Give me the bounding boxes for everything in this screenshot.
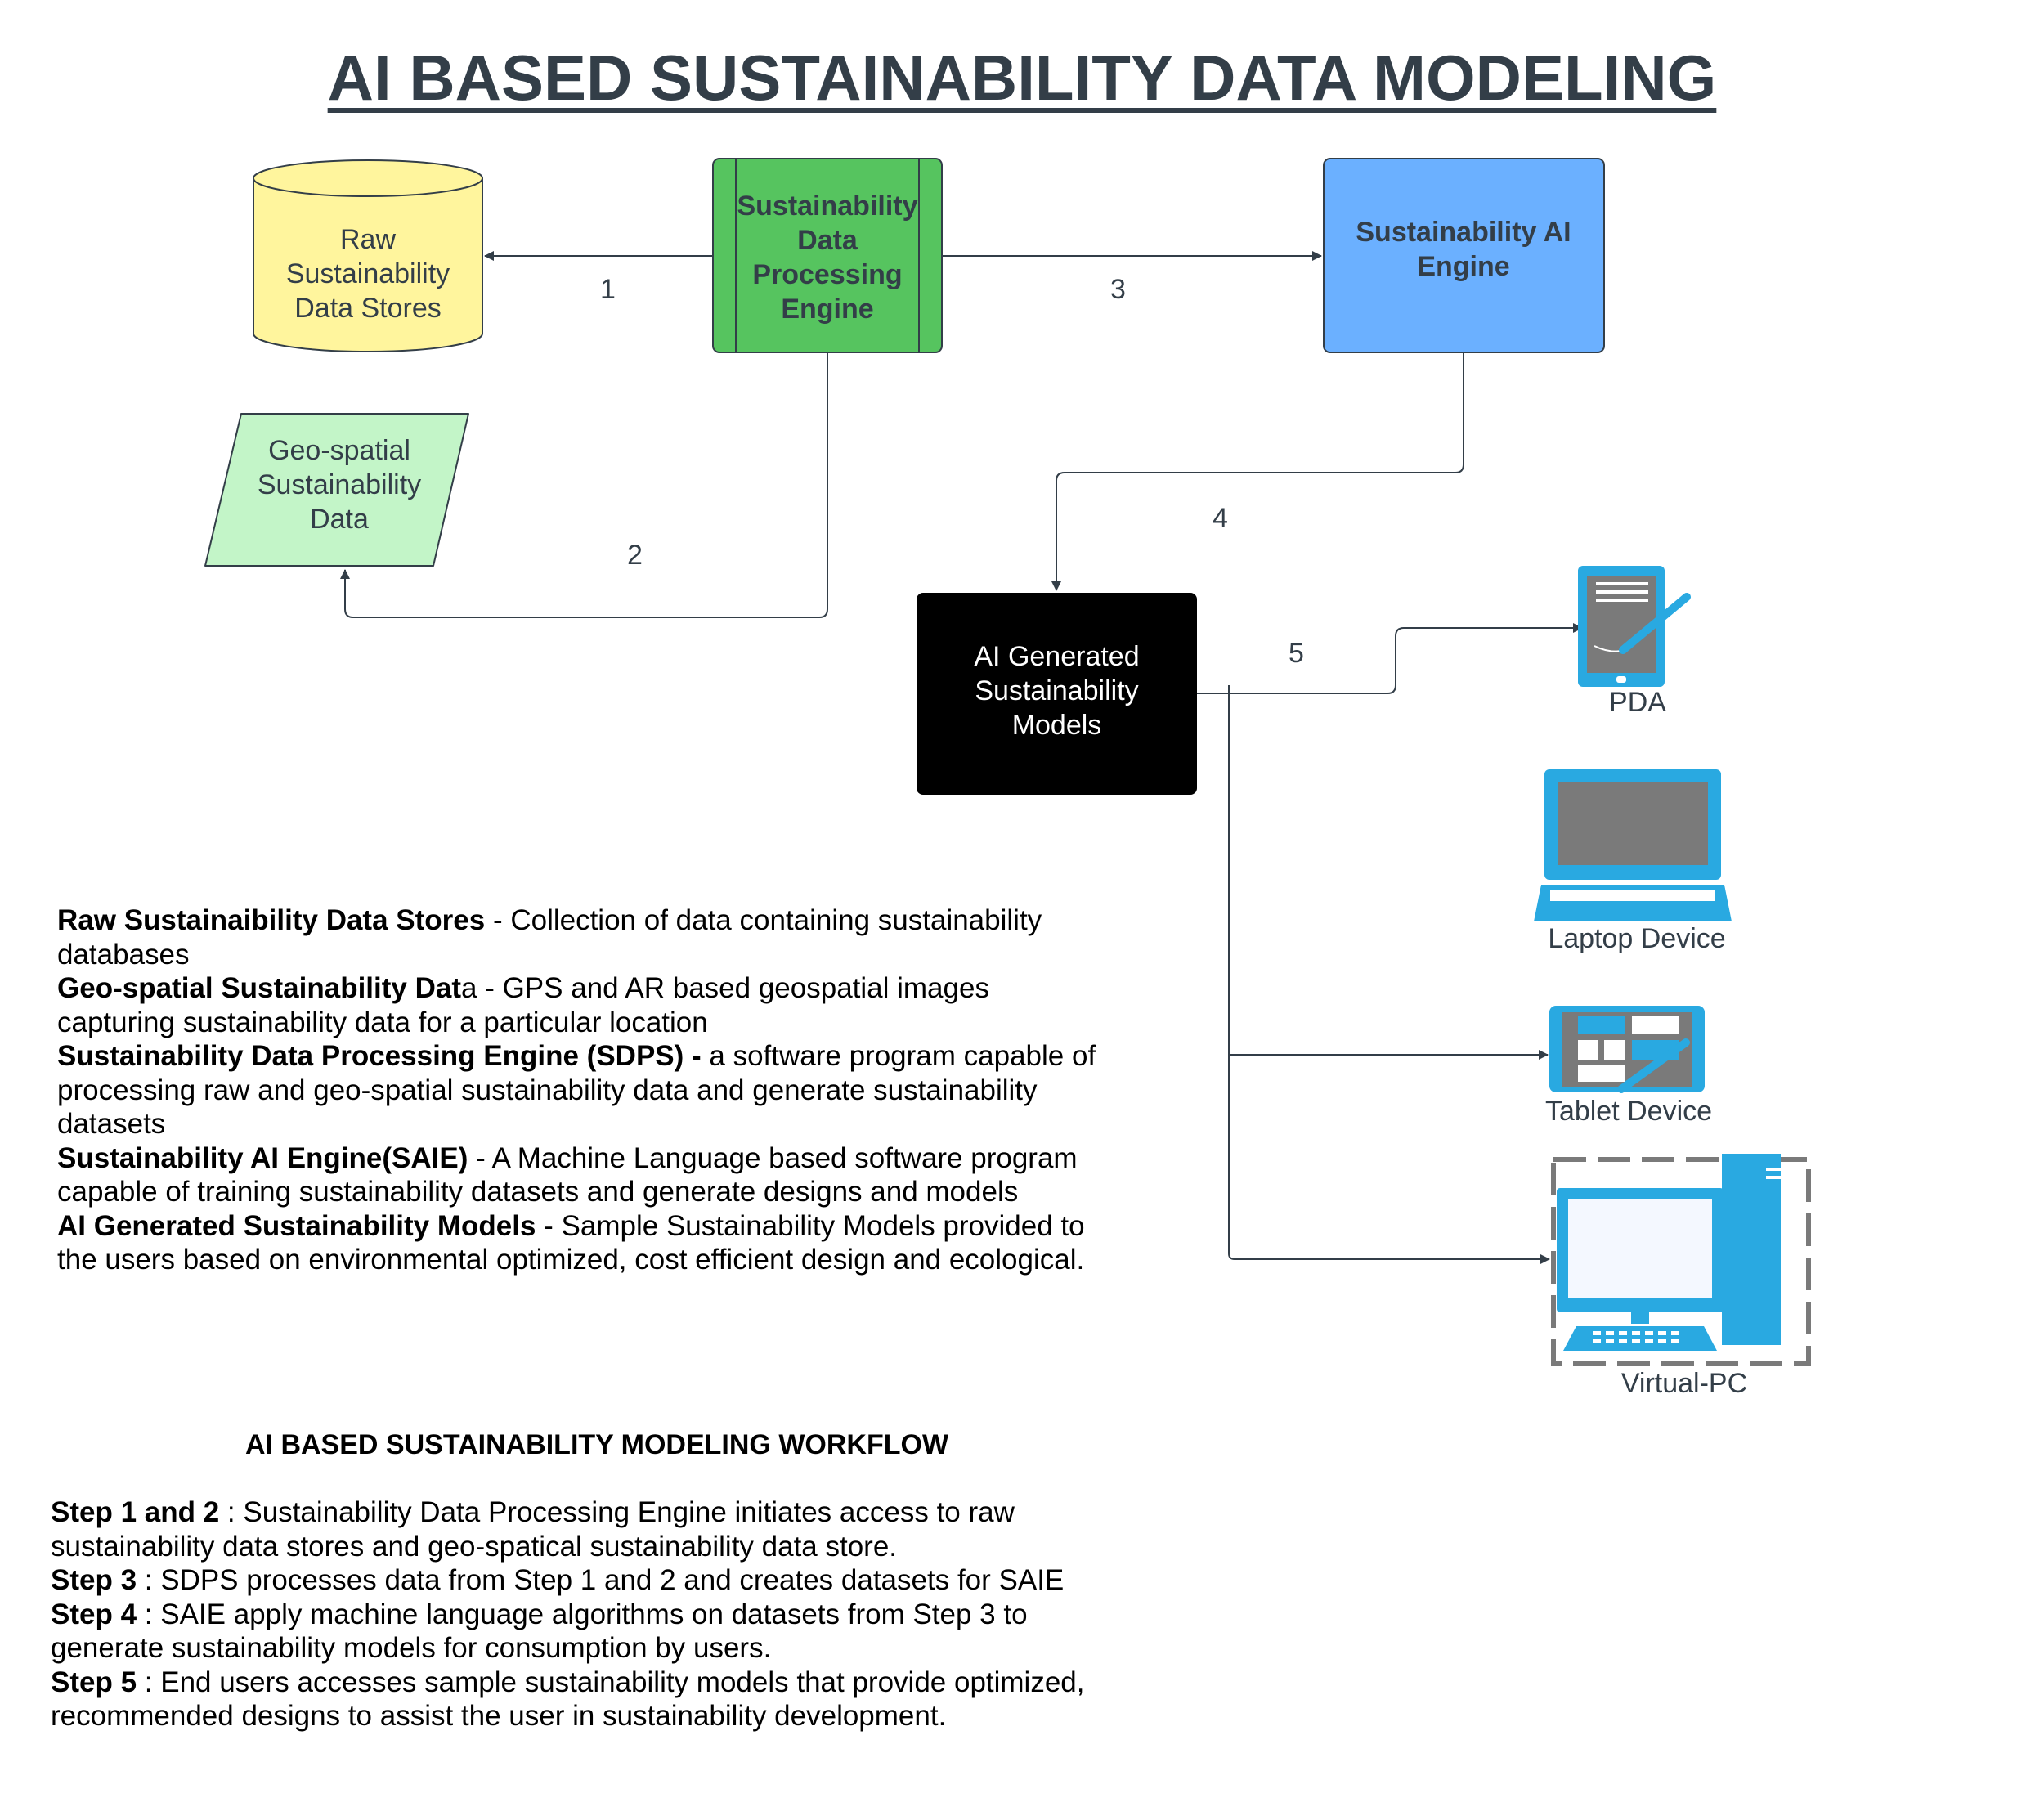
step-label: Step 1 and 2 (51, 1496, 220, 1528)
workflow-step: Step 3 : SDPS processes data from Step 1… (51, 1563, 1114, 1598)
edge-2-line (340, 352, 828, 618)
description-item: Sustainability AI Engine(SAIE) - A Machi… (57, 1141, 1104, 1209)
description-text: Sample Sustainability Models provided to… (57, 1209, 1085, 1276)
edge-1-number: 1 (600, 274, 616, 305)
description-item: Raw Sustainaibility Data Stores - Collec… (57, 903, 1104, 971)
step-text: : End users accesses sample sustainabili… (51, 1666, 1085, 1733)
workflow-steps: Step 1 and 2 : Sustainability Data Proce… (51, 1495, 1114, 1733)
edge-4-line (1051, 352, 1464, 591)
step-label: Step 4 (51, 1598, 137, 1630)
edge-5-line-pda (1197, 623, 1583, 694)
description-term: Geo-spatial Sustainability Dat (57, 972, 461, 1004)
description-separator: - (468, 1141, 492, 1174)
description-separator: - (485, 904, 511, 936)
pda-label: PDA (1609, 687, 1666, 718)
edge-2-number: 2 (627, 540, 643, 571)
edge-5-line-tablet (1228, 685, 1549, 1060)
description-text: A Machine Language based software progra… (57, 1141, 1078, 1208)
pda-icon (1578, 566, 1691, 687)
step-label: Step 3 (51, 1564, 137, 1596)
step-text: : SAIE apply machine language algorithms… (51, 1598, 1028, 1665)
description-text: a software program capable of processing… (57, 1040, 1096, 1140)
description-item: Geo-spatial Sustainability Data - GPS an… (57, 971, 1104, 1039)
ai-engine-label: Sustainability AI Engine (1356, 217, 1571, 282)
processing-engine-label: Sustainability Data Processing Engine (737, 191, 918, 325)
description-text: GPS and AR based geospatial images captu… (57, 972, 989, 1038)
virtual-pc-label: Virtual-PC (1620, 1368, 1748, 1399)
description-separator: a - (461, 972, 503, 1004)
laptop-label: Laptop Device (1548, 923, 1726, 954)
tablet-icon (1549, 1006, 1705, 1093)
workflow-step: Step 5 : End users accesses sample susta… (51, 1666, 1114, 1733)
workflow-step: Step 1 and 2 : Sustainability Data Proce… (51, 1495, 1114, 1563)
description-term: Sustainability AI Engine(SAIE) (57, 1141, 468, 1174)
step-text: : SDPS processes data from Step 1 and 2 … (137, 1564, 1065, 1596)
step-label: Step 5 (51, 1666, 137, 1698)
geo-data-parallelogram (204, 413, 469, 567)
tablet-label: Tablet Device (1544, 1096, 1713, 1127)
description-term: Sustainability Data Processing Engine (S… (57, 1040, 702, 1072)
description-separator: - (536, 1209, 562, 1242)
workflow-title: AI BASED SUSTAINABILITY MODELING WORKFLO… (245, 1429, 949, 1460)
edge-5-line-pc (1228, 1055, 1550, 1264)
virtual-pc-icon (1551, 1154, 1811, 1366)
description-text: Collection of data containing sustainabi… (57, 904, 1042, 971)
edge-5-number: 5 (1289, 638, 1304, 669)
description-item: AI Generated Sustainability Models - Sam… (57, 1209, 1104, 1277)
description-term: Raw Sustainaibility Data Stores (57, 904, 486, 936)
description-term: AI Generated Sustainability Models (57, 1209, 536, 1242)
component-descriptions: Raw Sustainaibility Data Stores - Collec… (57, 903, 1104, 1277)
geo-data-label: Geo-spatial Sustainability Data (257, 434, 422, 535)
page-title: AI BASED SUSTAINABILITY DATA MODELING (327, 42, 1717, 114)
description-separator (702, 1040, 710, 1072)
raw-data-store-label: Raw Sustainability Data Stores (285, 224, 450, 324)
ai-models-box (917, 593, 1197, 795)
edge-3-number: 3 (1110, 274, 1126, 305)
edge-4-number: 4 (1213, 503, 1228, 534)
raw-data-store-cylinder (253, 159, 483, 352)
ai-models-label: AI Generated Sustainability Models (974, 641, 1140, 741)
step-text: : Sustainability Data Processing Engine … (51, 1496, 1015, 1563)
workflow-step: Step 4 : SAIE apply machine language alg… (51, 1598, 1114, 1666)
description-item: Sustainability Data Processing Engine (S… (57, 1039, 1104, 1141)
laptop-icon (1534, 769, 1732, 921)
